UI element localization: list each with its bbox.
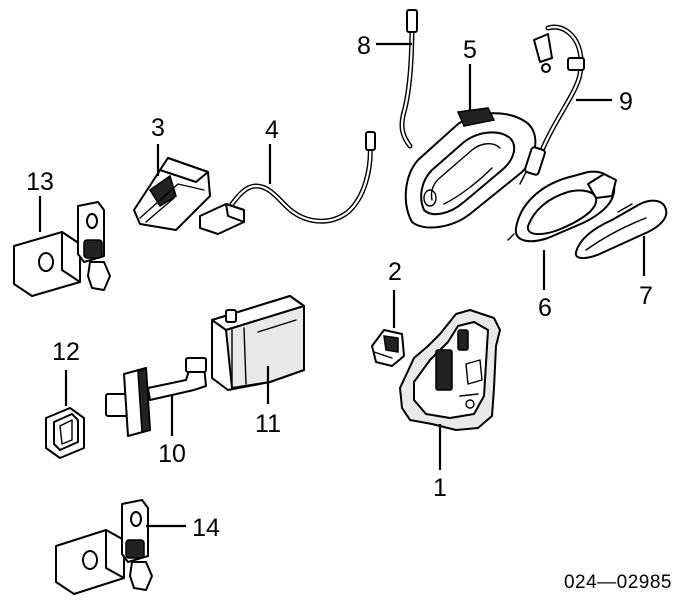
callout-13: 13 [26, 168, 54, 196]
part-9-cable [519, 24, 585, 185]
callout-7: 7 [639, 282, 653, 310]
callout-10: 10 [158, 440, 186, 468]
callout-6: 6 [538, 294, 552, 322]
part-12-clip [45, 407, 85, 459]
callout-3: 3 [151, 114, 165, 142]
callout-4: 4 [265, 116, 279, 144]
part-2-latch-piece [371, 329, 405, 367]
callout-14: 14 [192, 514, 220, 542]
part-6-handle-carrier [507, 170, 617, 243]
part-11-check-housing [211, 295, 305, 391]
callout-8: 8 [357, 32, 371, 60]
part-14-bracket [55, 499, 153, 595]
diagram-code: 024—02985 [564, 572, 672, 593]
callout-12: 12 [52, 338, 80, 366]
part-5-inner-handle [404, 107, 537, 229]
callout-9: 9 [619, 88, 633, 116]
callout-5: 5 [463, 36, 477, 64]
callout-11: 11 [255, 410, 281, 438]
part-13-bracket [13, 201, 111, 297]
callout-2: 2 [388, 258, 402, 286]
part-7-outer-handle [574, 199, 668, 259]
callout-1: 1 [433, 474, 447, 502]
part-8-rod [399, 9, 418, 149]
part-3-lever [133, 157, 211, 231]
part-1-door-lock [399, 309, 501, 431]
part-10-check-strap [105, 357, 207, 437]
part-4-cable [199, 131, 376, 235]
